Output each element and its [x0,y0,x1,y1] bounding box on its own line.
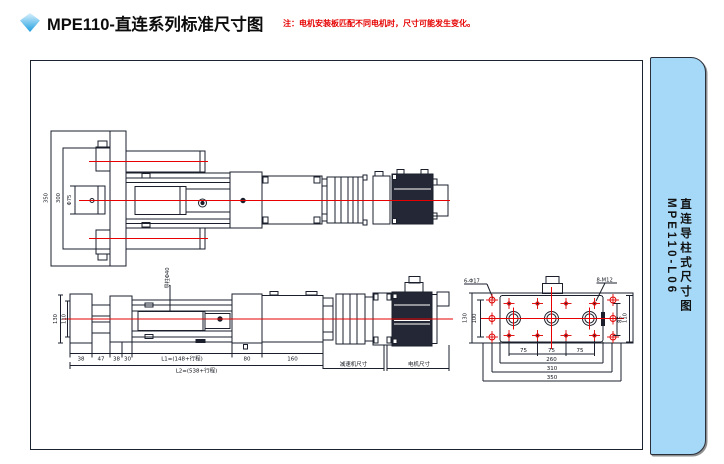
dim-260: 260 [546,357,557,363]
pitch-75b: 75 [548,348,555,354]
dim-right-inner: 85 [618,316,624,323]
top-view-centerlines [79,161,450,239]
dim-310: 310 [547,366,558,372]
chain-38b: 38 [113,357,120,363]
front-view [69,276,450,347]
chain-l2: L2=(538+行程) [176,367,218,375]
chain-80: 80 [244,357,251,363]
callout-m12: 8-M12 [597,278,613,284]
chain-30: 30 [124,357,131,363]
dim-plate: 350 [44,193,50,203]
dim-right-outer: 110 [623,313,629,323]
front-view-dimlines [58,294,450,371]
dim-height-inner: 110 [62,314,68,324]
dim-boss: Φ75 [67,195,73,206]
bracket-reducer: 减速机尺寸 [340,360,368,368]
plan-view [464,276,634,344]
side-tab-line1: 直连导柱式尺寸图 [679,198,691,314]
top-view [50,130,449,267]
chain-160: 160 [287,357,298,363]
rod-label: 导柱Φ40 [163,267,171,288]
page-title: MPE110-直连系列标准尺寸图 [47,16,264,34]
callout-phi17: 6-Φ17 [464,279,480,285]
dim-height-outer: 130 [53,314,59,324]
note-text: 注：电机安装板匹配不同电机时，尺寸可能发生变化。 [283,19,475,28]
side-tab-line2: MPE110-L06 [665,198,677,296]
plan-view-centerlines [481,287,624,349]
chain-47: 47 [98,357,105,363]
logo-diamond-icon [20,13,40,32]
plan-view-holes [486,294,619,343]
pitch-75a: 75 [520,348,527,354]
drawing-frame [30,60,643,450]
plan-view-dims: 6-Φ17 8-M12 75 75 75 260 310 350 130 100… [463,278,629,382]
pitch-75c: 75 [577,348,584,354]
bracket-motor: 电机尺寸 [408,360,431,368]
chain-l1: L1=(148+行程) [161,355,203,363]
dim-left-outer: 130 [463,313,469,323]
dim-350: 350 [547,375,558,381]
top-view-dims: 350 300 Φ75 [44,193,74,205]
dim-inner: 300 [56,193,62,203]
chain-38: 38 [78,357,85,363]
front-view-dims: 130 110 导柱Φ40 38 47 38 30 L1=(148+行程) 80… [53,267,430,374]
dim-left-inner: 100 [472,314,478,324]
plan-view-dimlines [469,292,633,382]
